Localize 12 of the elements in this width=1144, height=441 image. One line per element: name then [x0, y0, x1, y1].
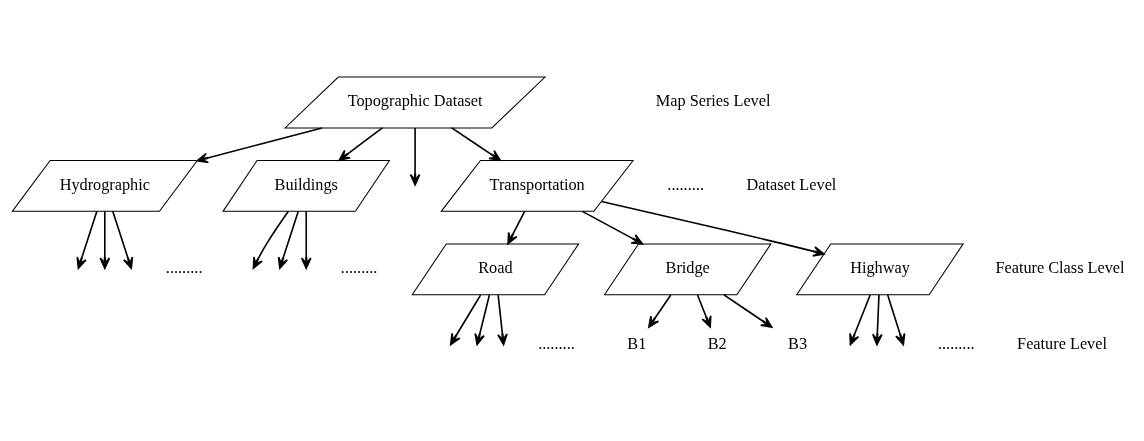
label: Dataset Level	[746, 175, 837, 194]
node-text: B1	[627, 335, 647, 354]
label: .........	[937, 335, 975, 354]
label: .........	[667, 175, 704, 194]
label: .........	[165, 259, 203, 278]
label: .........	[538, 335, 575, 354]
node-text: B2	[707, 335, 727, 354]
label: Map Series Level	[655, 92, 771, 111]
label: Feature Level	[1017, 335, 1107, 354]
node-text: B3	[788, 335, 808, 354]
label: .........	[340, 259, 378, 278]
label: Feature Class Level	[995, 259, 1125, 278]
